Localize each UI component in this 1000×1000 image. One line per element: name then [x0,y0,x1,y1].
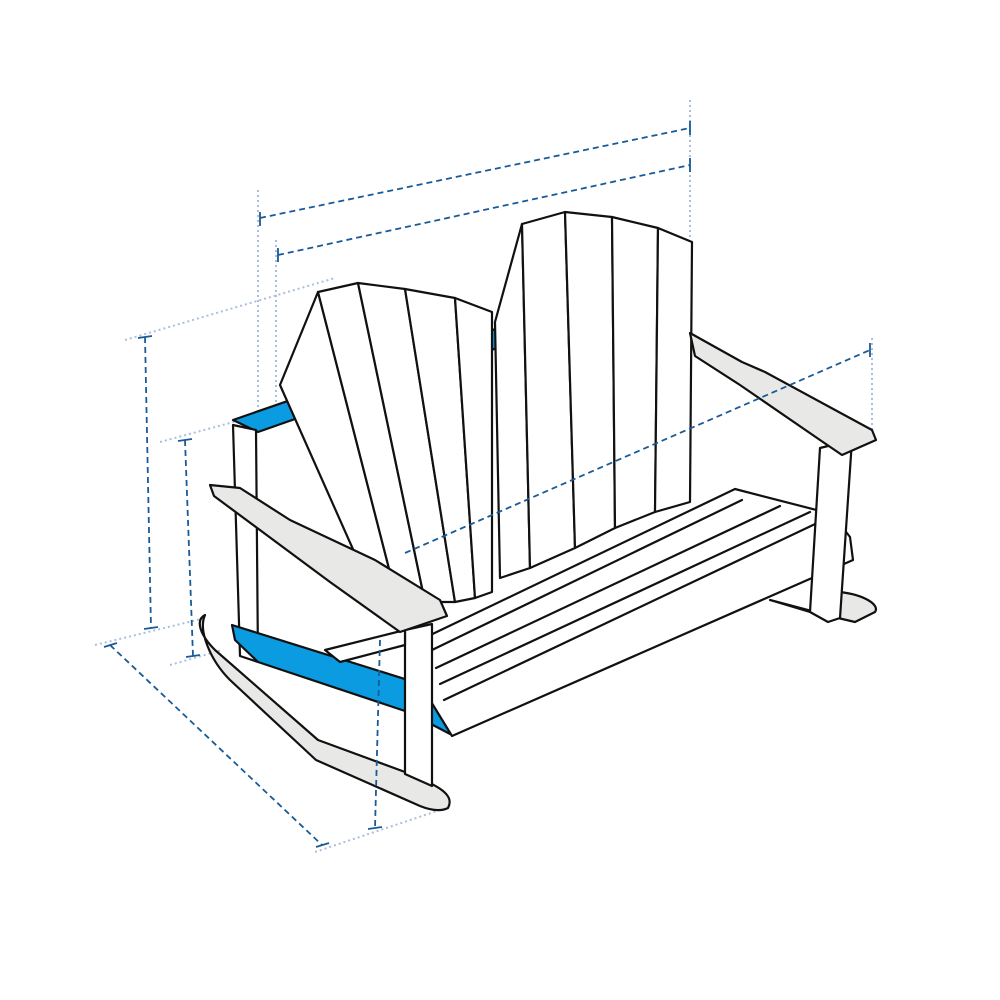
seat-slat-lines [430,498,834,702]
seat-slat-line [430,498,744,652]
left-rocker [198,613,451,812]
seat-slat-line [442,514,834,702]
extension-line [159,407,286,443]
dimension-tick [367,826,383,830]
back-slats [278,210,694,604]
extension-line [314,809,441,853]
front-stretcher [323,628,407,664]
left-armrest [208,483,449,634]
dimension-tick [103,642,118,648]
dimension-tick [185,654,201,658]
left-front-leg [403,622,434,788]
right-armrest [688,331,878,457]
dimension-tick [177,438,193,442]
seat-slat-line [438,510,812,686]
overall-height-dimension [144,336,152,629]
back-slat [453,296,494,600]
dimension-lines [103,121,871,848]
back-slat [610,215,660,530]
back-width-dimension [277,164,691,256]
back-height-dimension [184,439,194,657]
seat-slat-line [434,504,782,670]
seat-height-dimension [374,639,381,829]
depth-dimension [404,349,871,554]
extension-line [124,277,336,341]
back-slat [653,226,694,514]
extension-line [94,617,206,646]
overall-width-dimension [259,127,691,219]
back-slat [563,210,617,550]
dimension-tick [315,842,330,848]
dimension-tick [143,626,159,630]
dimension-tick [137,335,153,339]
rocker-length-dimension [109,644,323,846]
